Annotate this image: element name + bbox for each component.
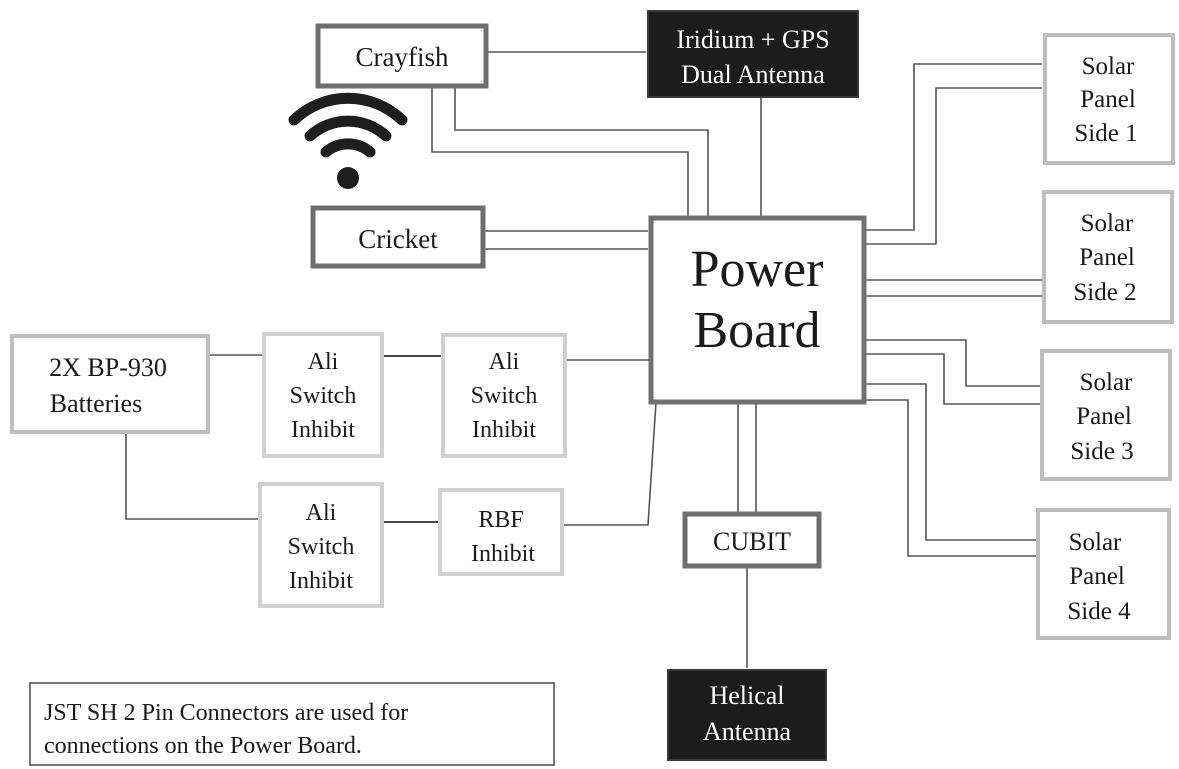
ali-switch-inhibit-box-1: Ali Switch Inhibit [262,332,384,458]
iridium-gps-label-line2: Dual Antenna [681,60,825,89]
wire-power-solar1-a [866,63,1042,231]
solar-2-label-line2: Panel [1079,244,1135,271]
ali-switch-2-label-line3: Inhibit [472,417,536,443]
batteries-label-line1: 2X BP-930 [49,353,167,382]
solar-2-label-line3: Side 2 [1073,279,1136,306]
ali-switch-1-label-line3: Inhibit [291,417,355,443]
wire-crayfish-power-a [431,86,689,216]
ali-switch-1-label-line2: Switch [290,383,357,409]
iridium-gps-label-line1: Iridium + GPS [676,25,829,54]
solar-2-label-line1: Solar [1081,210,1134,237]
ali-switch-3-label-line1: Ali [306,500,337,526]
helical-antenna-box: Helical Antenna [667,669,827,761]
solar-4-label-line1: Solar [1069,529,1122,556]
connector-note-box: JST SH 2 Pin Connectors are used for con… [29,682,555,766]
helical-antenna-label-line1: Helical [709,681,784,710]
solar-1-label-line2: Panel [1080,86,1136,113]
connection-wires [125,51,1042,668]
batteries-box: 2X BP-930 Batteries [10,334,210,434]
solar-panel-side-3-box: Solar Panel Side 3 [1040,349,1172,481]
batteries-label-line2: Batteries [50,389,142,418]
ali-switch-1-label-line1: Ali [308,349,339,375]
connector-note-line1: JST SH 2 Pin Connectors are used for [44,700,408,726]
ali-switch-2-label-line1: Ali [489,349,520,375]
wire-power-solar3-a [866,339,1040,387]
ali-switch-inhibit-box-3: Ali Switch Inhibit [258,482,384,608]
cricket-label: Cricket [358,224,438,254]
wire-power-solar4-b [866,399,1036,557]
solar-panel-side-1-box: Solar Panel Side 1 [1043,33,1175,165]
connector-note-line2: connections on the Power Board. [44,733,362,759]
solar-4-label-line3: Side 4 [1067,598,1131,625]
wire-crayfish-power-b [454,86,709,216]
cubit-box: CUBIT [682,511,822,569]
rbf-inhibit-label-line2: Inhibit [471,541,535,567]
wire-power-solar3-b [866,353,1040,405]
ali-switch-inhibit-box-2: Ali Switch Inhibit [441,333,567,458]
power-board-box: Power Board [648,215,867,405]
solar-panel-side-2-box: Solar Panel Side 2 [1042,190,1174,324]
solar-3-label-line3: Side 3 [1070,438,1133,465]
solar-3-label-line1: Solar [1080,369,1133,396]
helical-antenna-label-line2: Antenna [703,717,792,746]
solar-3-label-line2: Panel [1076,403,1132,430]
wire-power-solar4-a [866,383,1036,541]
crayfish-label: Crayfish [356,42,449,72]
ali-switch-3-label-line2: Switch [288,534,355,560]
rbf-inhibit-box: RBF Inhibit [438,488,564,576]
solar-4-label-line2: Panel [1069,563,1125,590]
crayfish-box: Crayfish [315,23,489,89]
solar-panel-side-4-box: Solar Panel Side 4 [1036,508,1171,640]
wire-rbf-power [562,401,657,526]
ali-switch-2-label-line2: Switch [471,383,538,409]
cricket-box: Cricket [310,205,486,269]
cubit-label: CUBIT [713,527,791,556]
power-board-label-line2: Board [693,302,820,359]
ali-switch-3-label-line3: Inhibit [289,568,353,594]
solar-1-label-line1: Solar [1082,53,1135,80]
iridium-gps-antenna-box: Iridium + GPS Dual Antenna [647,10,859,98]
rbf-inhibit-label-line1: RBF [478,507,523,533]
wifi-icon [288,92,408,189]
power-board-label-line1: Power [691,241,824,298]
solar-1-label-line3: Side 1 [1074,120,1137,147]
wire-batteries-aliswitch3 [125,432,260,520]
wire-power-solar1-b [866,87,1042,245]
